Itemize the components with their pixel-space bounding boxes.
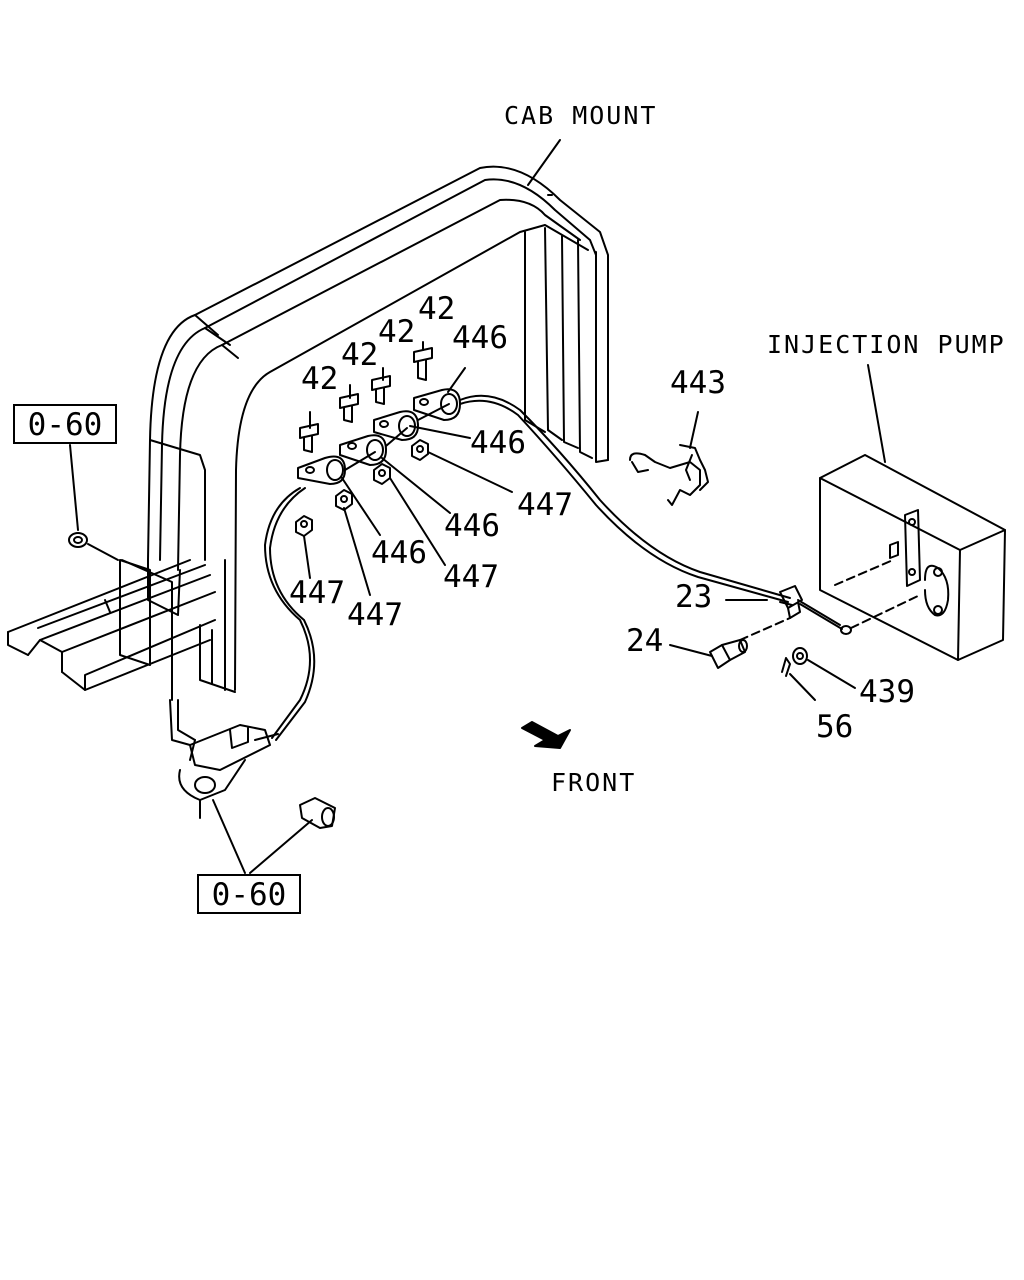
bolt-42-d [413,347,433,381]
callout-42: 42 [301,361,339,397]
callout-24: 24 [626,623,664,659]
washer-439 [792,647,808,665]
nut-447-a [295,515,313,537]
cable-end-fitting [739,559,921,641]
nut-frame-left [68,532,119,561]
clip-443 [629,411,709,506]
front-arrow-icon [521,721,571,749]
bolt-42-a [299,423,319,453]
bolt-42-c [371,375,391,405]
callout-443: 443 [670,365,726,401]
reference-box[interactable]: 0-60 [197,874,301,914]
callout-42: 42 [341,337,379,373]
reference-box[interactable]: 0-60 [13,404,117,444]
cab-mount-caption: CAB MOUNT [504,101,658,130]
bolt-24 [709,639,748,669]
callout-leaders [303,341,856,701]
callout-447: 447 [289,575,345,611]
ref-leader-2 [249,819,313,874]
split-pin-56 [781,657,791,677]
callout-56: 56 [816,709,854,745]
bolt-lower [299,797,336,829]
ref-leader-1 [212,799,246,874]
injection-pump-box [819,454,1006,661]
callout-446: 446 [452,320,508,356]
nut-447-b [335,489,353,511]
callout-23: 23 [675,579,713,615]
injection-pump-leader [867,364,886,463]
callout-446: 446 [444,508,500,544]
chassis-frame-rail [7,559,216,741]
clamp-446-b [339,434,387,466]
callout-446: 446 [470,425,526,461]
cab-mount-leader [527,139,561,186]
callout-446: 446 [371,535,427,571]
nut-447-c [373,463,391,485]
clamp-446-a [297,455,346,485]
callout-42: 42 [378,314,416,350]
governor-lever-assembly [169,699,279,819]
callout-439: 439 [859,674,915,710]
callout-447: 447 [517,487,573,523]
nut-447-d [411,439,429,461]
injection-pump-caption: INJECTION PUMP [767,330,1006,359]
control-cable [264,394,791,741]
callout-447: 447 [443,559,499,595]
front-caption: FRONT [551,768,637,797]
ref-leader-3 [69,444,79,531]
clamp-446-d [413,388,461,421]
callout-42: 42 [418,291,456,327]
callout-447: 447 [347,597,403,633]
bolt-42-b [339,393,359,423]
